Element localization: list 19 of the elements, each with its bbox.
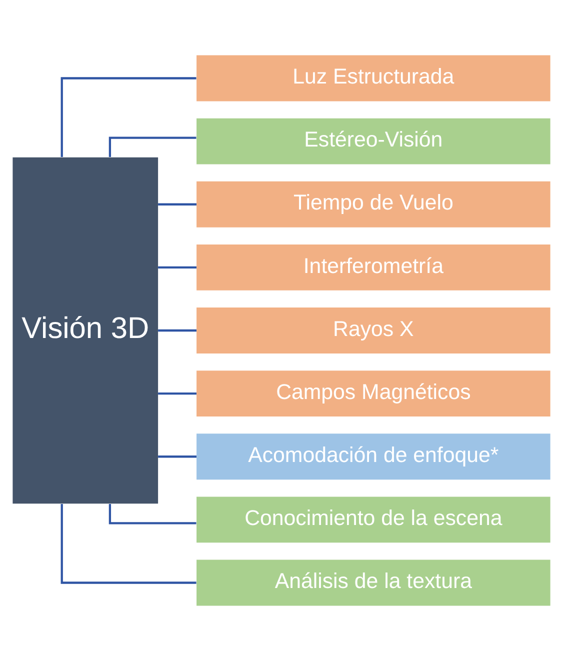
connector bbox=[60, 504, 196, 584]
node-box: Acomodación de enfoque* bbox=[196, 434, 550, 480]
connector bbox=[60, 77, 196, 158]
node-box: Rayos X bbox=[196, 308, 550, 354]
node-box: Luz Estructurada bbox=[196, 55, 550, 102]
node-box: Estéreo-Visión bbox=[196, 118, 550, 164]
connector bbox=[158, 329, 196, 332]
connector bbox=[158, 203, 196, 206]
node-box: Visión 3D bbox=[12, 157, 158, 504]
connector bbox=[108, 136, 196, 158]
node-box: Interferometría bbox=[196, 244, 550, 290]
node-box: Análisis de la textura bbox=[196, 560, 550, 606]
connector bbox=[158, 456, 196, 458]
node-box: Tiempo de Vuelo bbox=[196, 181, 550, 228]
connector bbox=[158, 266, 196, 268]
connector bbox=[108, 504, 196, 524]
connector bbox=[158, 392, 196, 395]
node-box: Campos Magnéticos bbox=[196, 370, 550, 417]
node-box: Conocimiento de la escena bbox=[196, 496, 550, 543]
